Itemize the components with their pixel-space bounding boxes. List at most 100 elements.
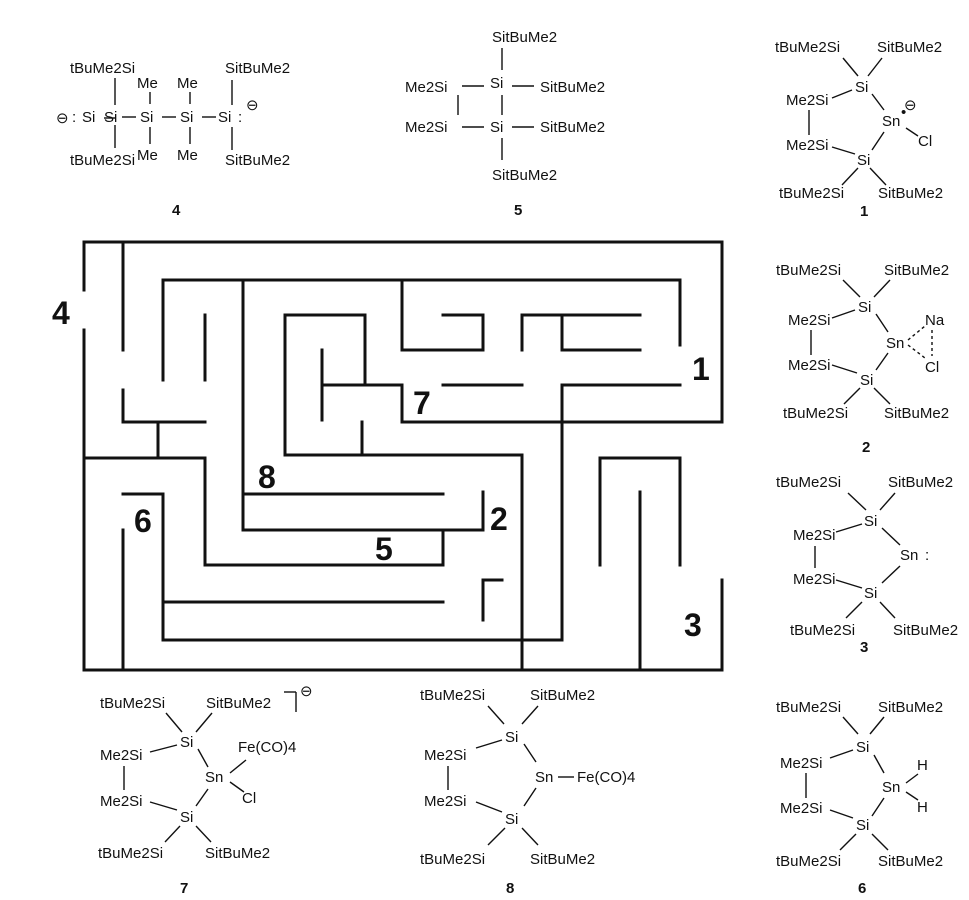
bond-line [831,89,853,99]
structure-compound-5: SitBuMe2 Si Me2Si SitBuMe2 Me2Si Si SitB… [405,29,605,219]
bond-line [487,827,506,846]
bond-line [881,527,901,546]
atom-label: Sn [886,335,904,352]
substituent-label: tBuMe2Si [775,39,840,56]
substituent-label: tBuMe2Si [776,474,841,491]
atom-label: Sn [900,547,918,564]
substituent-label: Me2Si [786,137,829,154]
lone-pair: : [72,109,76,126]
substituent-label: SitBuMe2 [878,699,943,716]
bond-line [521,827,539,846]
compound-number-3: 3 [860,639,868,656]
bond-line [229,781,245,793]
substituent-label: tBuMe2Si [98,845,163,862]
substituent-label: SitBuMe2 [878,185,943,202]
lone-pair: : [238,109,242,126]
bond-line [839,833,857,851]
substituent-label: SitBuMe2 [492,29,557,46]
substituent-label: tBuMe2Si [70,152,135,169]
atom-label: Si [180,109,193,126]
substituent-label: tBuMe2Si [776,699,841,716]
bond-line [879,601,896,619]
substituent-label: SitBuMe2 [492,167,557,184]
substituent-label: Me2Si [405,119,448,136]
maze-label-8: 8 [258,459,276,495]
substituent-label: tBuMe2Si [790,622,855,639]
substituent-label: Me2Si [424,747,467,764]
substituent-label: Me2Si [788,312,831,329]
substituent-label: SitBuMe2 [540,119,605,136]
bond-line [907,325,926,341]
bond-line [487,705,505,725]
substituent-label: Me2Si [405,79,448,96]
substituent-label: Fe(CO)4 [577,769,635,786]
bond-line [847,492,867,511]
bond-line [165,712,183,733]
maze-label-7: 7 [413,385,431,421]
substituent-label: SitBuMe2 [884,405,949,422]
substituent-label: SitBuMe2 [205,845,270,862]
substituent-label: SitBuMe2 [888,474,953,491]
compound-number-6: 6 [858,880,866,897]
bond-line [879,492,896,511]
maze-label-4: 4 [52,295,70,331]
maze-label-5: 5 [375,531,393,567]
bond-line [871,93,885,111]
atom-label: Si [505,729,518,746]
atom-label: Sn [535,769,553,786]
substituent-label: Me2Si [100,793,143,810]
atom-label: Si [505,811,518,828]
atom-label: Cl [918,133,932,150]
bond-line [164,825,181,843]
structure-compound-4: tBuMe2Si ⊖ : Si tBuMe2Si Si Si Si Me Me … [56,60,290,219]
atom-label: Si [140,109,153,126]
compound-number-4: 4 [172,202,181,219]
structure-compound-1: tBuMe2Si SitBuMe2 Si Me2Si Sn • ⊖ Cl Me2… [775,39,943,220]
bond-line [871,833,889,851]
bond-line [867,57,883,77]
compound-number-7: 7 [180,880,188,897]
bond-line [905,791,919,801]
bond-line [831,146,856,155]
atom-label: Si [218,109,231,126]
substituent-label: SitBuMe2 [225,60,290,77]
atom-label: Cl [925,359,939,376]
bond-line [871,797,885,817]
substituent-label: tBuMe2Si [776,853,841,870]
substituent-label: SitBuMe2 [530,687,595,704]
substituent-label: tBuMe2Si [100,695,165,712]
atom-label: Sn [882,779,900,796]
substituent-label: SitBuMe2 [878,853,943,870]
structure-compound-7: tBuMe2Si SitBuMe2 ⊖ Si Me2Si Fe(CO)4 Sn … [98,683,313,897]
bond-line [195,825,212,843]
atom-label: H [917,757,928,774]
atom-label: Cl [242,790,256,807]
maze [82,240,724,672]
bond-line [229,759,247,774]
substituent-label: Me2Si [786,92,829,109]
atom-label: Si [864,585,877,602]
substituent-label: SitBuMe2 [225,152,290,169]
substituent-label: SitBuMe2 [884,262,949,279]
substituent-label: Me2Si [424,793,467,810]
atom-label: Si [855,79,868,96]
compound-number-1: 1 [860,203,868,220]
anion-charge: ⊖ [56,110,69,127]
atom-label: Si [82,109,95,126]
bond-line [197,748,209,768]
maze-label-1: 1 [692,351,710,387]
bond-line [869,167,887,186]
bond-line [907,344,926,359]
atom-label: Si [856,739,869,756]
substituent-label: tBuMe2Si [779,185,844,202]
bond-line [842,279,861,298]
bond-line [835,523,863,533]
anion-charge: ⊖ [904,97,917,114]
structure-compound-6: tBuMe2Si SitBuMe2 Si Me2Si Sn H H Me2Si … [776,699,943,897]
bond-line [831,364,858,374]
bond-line [875,352,889,371]
atom-label: Si [180,809,193,826]
bond-line [475,801,503,813]
substituent-label: SitBuMe2 [530,851,595,868]
substituent-label: SitBuMe2 [206,695,271,712]
